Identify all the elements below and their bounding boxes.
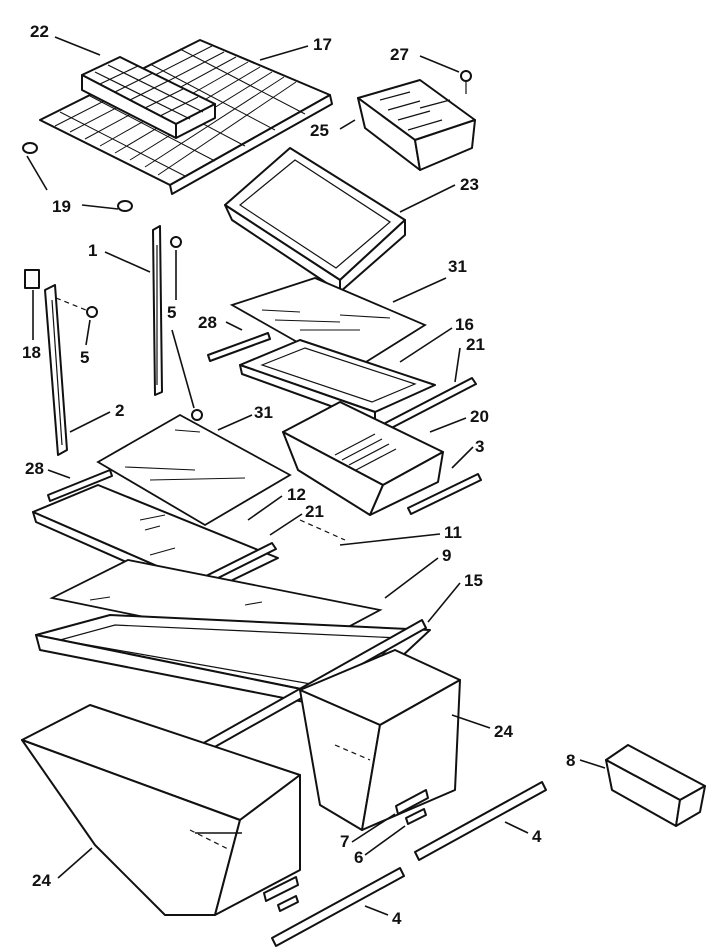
ice-tray-part-22 [81, 56, 216, 139]
callout-23: 23 [460, 175, 479, 194]
callout-21-lower: 21 [305, 502, 324, 521]
door-bin-part-8 [605, 744, 706, 827]
callout-25: 25 [310, 121, 329, 140]
callout-1: 1 [88, 241, 97, 260]
callout-31-upper: 31 [448, 257, 467, 276]
callout-8: 8 [566, 751, 575, 770]
meat-pan-part-23 [224, 147, 406, 293]
callout-19: 19 [52, 197, 71, 216]
callout-5-left: 5 [80, 348, 89, 367]
trim-part-28-lower [47, 469, 113, 502]
callout-3: 3 [475, 437, 484, 456]
rail-part-1 [152, 225, 163, 396]
trim-part-28-upper [207, 332, 271, 362]
rail-part-2 [44, 284, 68, 456]
callout-28-upper: 28 [198, 313, 217, 332]
slide-part-7 [263, 789, 429, 902]
callout-31-lower: 31 [254, 403, 273, 422]
crisper-drawer-part-24-right [299, 649, 461, 831]
callout-24-left: 24 [32, 871, 51, 890]
leader-lines [26, 36, 606, 916]
drawer-part-20 [282, 401, 444, 516]
callout-18: 18 [22, 343, 41, 362]
callout-12: 12 [287, 485, 306, 504]
callout-7: 7 [340, 832, 349, 851]
callout-22: 22 [30, 22, 49, 41]
screw-part-5-b [55, 297, 98, 318]
callout-11: 11 [444, 523, 462, 542]
assembly-guide-lines [189, 519, 371, 851]
crisper-drawer-part-24-left [21, 704, 301, 916]
callout-20: 20 [470, 407, 489, 426]
callout-4-lower: 4 [392, 909, 402, 928]
screw-part-5-c [191, 409, 203, 421]
callout-24-right: 24 [494, 722, 513, 741]
callout-15: 15 [464, 571, 483, 590]
callout-21-upper: 21 [466, 335, 485, 354]
bracket-part-18 [24, 269, 40, 289]
callout-5-center: 5 [167, 303, 176, 322]
rail-part-4-lower [271, 867, 405, 947]
callout-16: 16 [455, 315, 474, 334]
callout-6: 6 [354, 848, 363, 867]
screw-part-5-a [170, 236, 182, 248]
callout-4-upper: 4 [532, 827, 542, 846]
screw-part-27 [460, 70, 472, 94]
callout-2: 2 [115, 401, 124, 420]
callout-9: 9 [442, 546, 451, 565]
callout-27: 27 [390, 45, 409, 64]
rail-part-3 [407, 473, 482, 515]
callout-28-lower: 28 [25, 459, 44, 478]
rail-part-4-upper [414, 781, 547, 861]
callout-17: 17 [313, 35, 332, 54]
butter-bin-part-25 [357, 79, 476, 171]
glass-shelf-part-31-lower [96, 413, 292, 527]
shelf-clip-part-19 [22, 142, 133, 212]
callout-labels: 22 17 27 25 19 23 1 31 28 16 18 5 5 21 2… [22, 22, 575, 928]
slide-part-6 [277, 808, 427, 912]
